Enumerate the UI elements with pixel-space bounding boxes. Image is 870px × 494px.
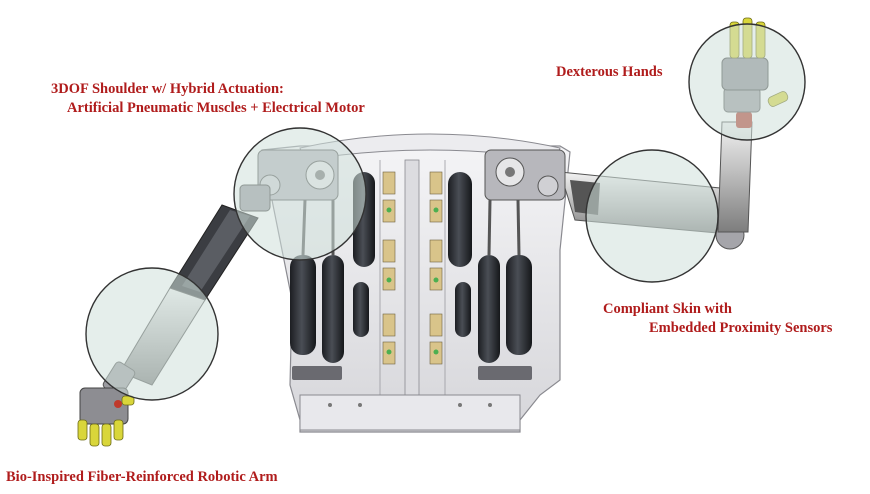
hand-highlight-circle	[688, 23, 806, 141]
left-hand	[77, 387, 135, 447]
forearm-highlight-circle	[85, 267, 219, 401]
hands-label-text: Dexterous Hands	[556, 64, 663, 80]
hands-label: Dexterous Hands	[556, 63, 662, 82]
skin-label-line1: Compliant Skin with	[603, 301, 732, 317]
arm-label: Bio-Inspired Fiber-Reinforced Robotic Ar…	[6, 468, 278, 487]
shoulder-label-line1: 3DOF Shoulder w/ Hybrid Actuation:	[51, 81, 284, 97]
skin-label: Compliant Skin with Embedded Proximity S…	[603, 300, 832, 338]
shoulder-label: 3DOF Shoulder w/ Hybrid Actuation: Artif…	[51, 80, 365, 118]
skin-highlight-circle	[585, 149, 719, 283]
skin-label-line2: Embedded Proximity Sensors	[649, 320, 833, 336]
arm-label-text: Bio-Inspired Fiber-Reinforced Robotic Ar…	[6, 469, 278, 485]
shoulder-label-line2: Artificial Pneumatic Muscles + Electrica…	[67, 100, 365, 116]
shoulder-highlight-circle	[233, 127, 367, 261]
highlight-circles	[85, 23, 806, 401]
right-shoulder-assembly	[484, 149, 566, 201]
